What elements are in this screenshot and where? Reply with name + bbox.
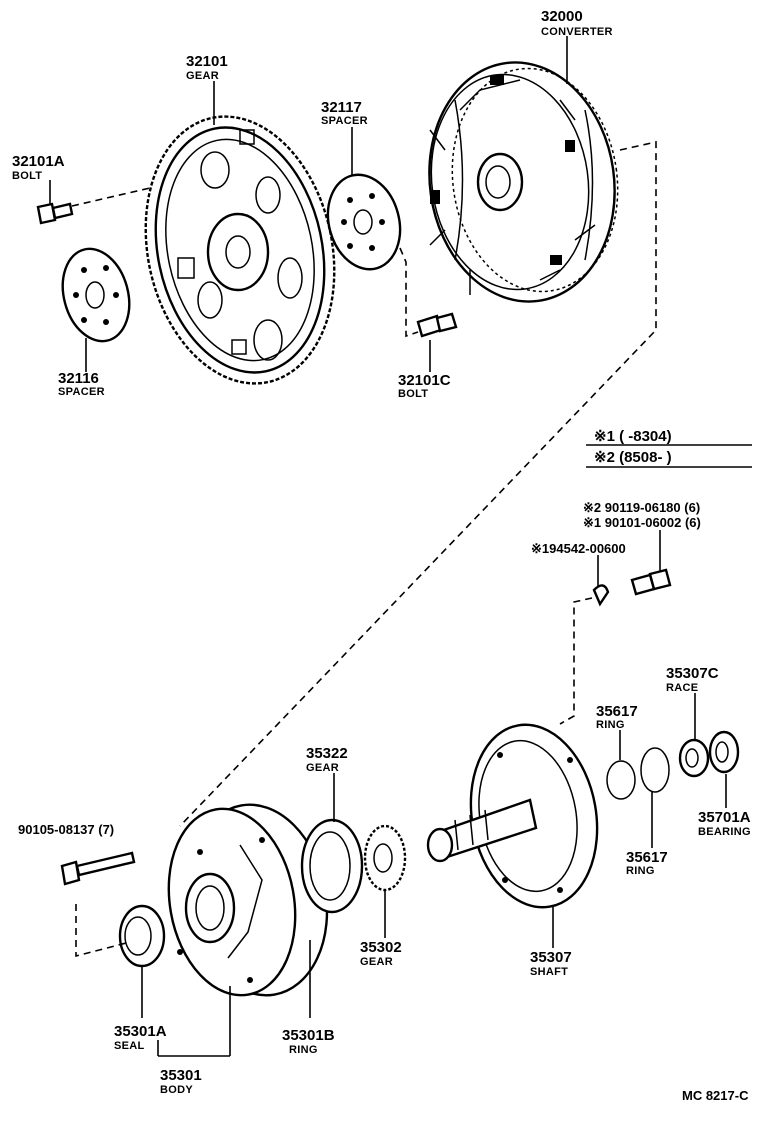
thrust-race-drawing	[678, 738, 710, 778]
dashed-alignment-lines	[71, 141, 657, 958]
legend-row-2: ※2 (8508- )	[594, 449, 672, 466]
seal-rings-drawing	[606, 747, 670, 800]
leader-lines	[49, 36, 752, 1057]
figure-code: MC 8217-C	[682, 1088, 749, 1103]
bolt-c-number: 32101C	[398, 372, 451, 389]
legend: ※1 ( -8304) ※2 (8508- )	[594, 428, 672, 466]
pump-gear-number: 35322	[306, 745, 348, 762]
spacer-b-number: 32116	[58, 370, 99, 387]
pump-ring-drawing	[300, 818, 364, 914]
pin-callout: ※194542-00600	[531, 541, 626, 556]
gear-name: GEAR	[186, 70, 219, 82]
bolt-option-1: ※1 90101-06002 (6)	[583, 515, 701, 530]
seal-number: 35301A	[114, 1023, 167, 1040]
drive-gear-number: 35302	[360, 939, 402, 956]
shaft-name: SHAFT	[530, 966, 568, 978]
pump-bolt-drawing	[60, 851, 136, 886]
drive-gear-drawing	[363, 824, 407, 892]
drive-gear-name: GEAR	[360, 956, 393, 968]
part-labels: 32000 CONVERTER 32101 GEAR 32117 SPACER …	[12, 8, 751, 1096]
spacer-32117-drawing	[326, 173, 402, 271]
bolt-option-2: ※2 90119-06180 (6)	[583, 500, 700, 515]
bolt-c-name: BOLT	[398, 388, 428, 400]
body-name: BODY	[160, 1084, 193, 1096]
seal-drawing	[118, 904, 166, 968]
spacer-b-name: SPACER	[58, 386, 105, 398]
ring-c-number: 35617	[626, 849, 668, 866]
ring-b-number: 35617	[596, 703, 638, 720]
converter-name: CONVERTER	[541, 26, 613, 38]
bearing-number: 35701A	[698, 809, 751, 826]
bolt-32101c-drawing	[416, 312, 458, 338]
converter-number: 32000	[541, 8, 583, 25]
ring-gear-drawing	[144, 115, 336, 385]
race-name: RACE	[666, 682, 698, 694]
spacer-a-number: 32117	[321, 99, 362, 116]
body-number: 35301	[160, 1067, 202, 1084]
ring-b-name: RING	[596, 719, 625, 731]
stator-shaft-drawing	[426, 723, 599, 909]
thrust-bearing-drawing	[708, 730, 740, 774]
pump-bolt-number: 90105-08137 (7)	[18, 822, 114, 837]
shaft-number: 35307	[530, 949, 572, 966]
pin-drawing	[592, 584, 610, 607]
ring-a-name: RING	[289, 1044, 318, 1056]
oil-pump-body-drawing	[167, 803, 329, 997]
bolt-32101a-drawing	[36, 202, 74, 225]
bolt-a-number: 32101A	[12, 153, 65, 170]
torque-converter-drawing	[428, 61, 619, 303]
pump-gear-name: GEAR	[306, 762, 339, 774]
gear-number: 32101	[186, 53, 228, 70]
bearing-name: BEARING	[698, 826, 751, 838]
legend-row-1: ※1 ( -8304)	[594, 428, 672, 445]
race-number: 35307C	[666, 665, 719, 682]
ring-a-number: 35301B	[282, 1027, 335, 1044]
oil-pump-bolt-drawing	[630, 568, 672, 596]
callouts: ※2 90119-06180 (6) ※1 90101-06002 (6) ※1…	[531, 500, 701, 556]
seal-name: SEAL	[114, 1040, 145, 1052]
spacer-a-name: SPACER	[321, 115, 368, 127]
ring-c-name: RING	[626, 865, 655, 877]
bolt-a-name: BOLT	[12, 170, 42, 182]
spacer-32116-drawing	[61, 247, 131, 343]
